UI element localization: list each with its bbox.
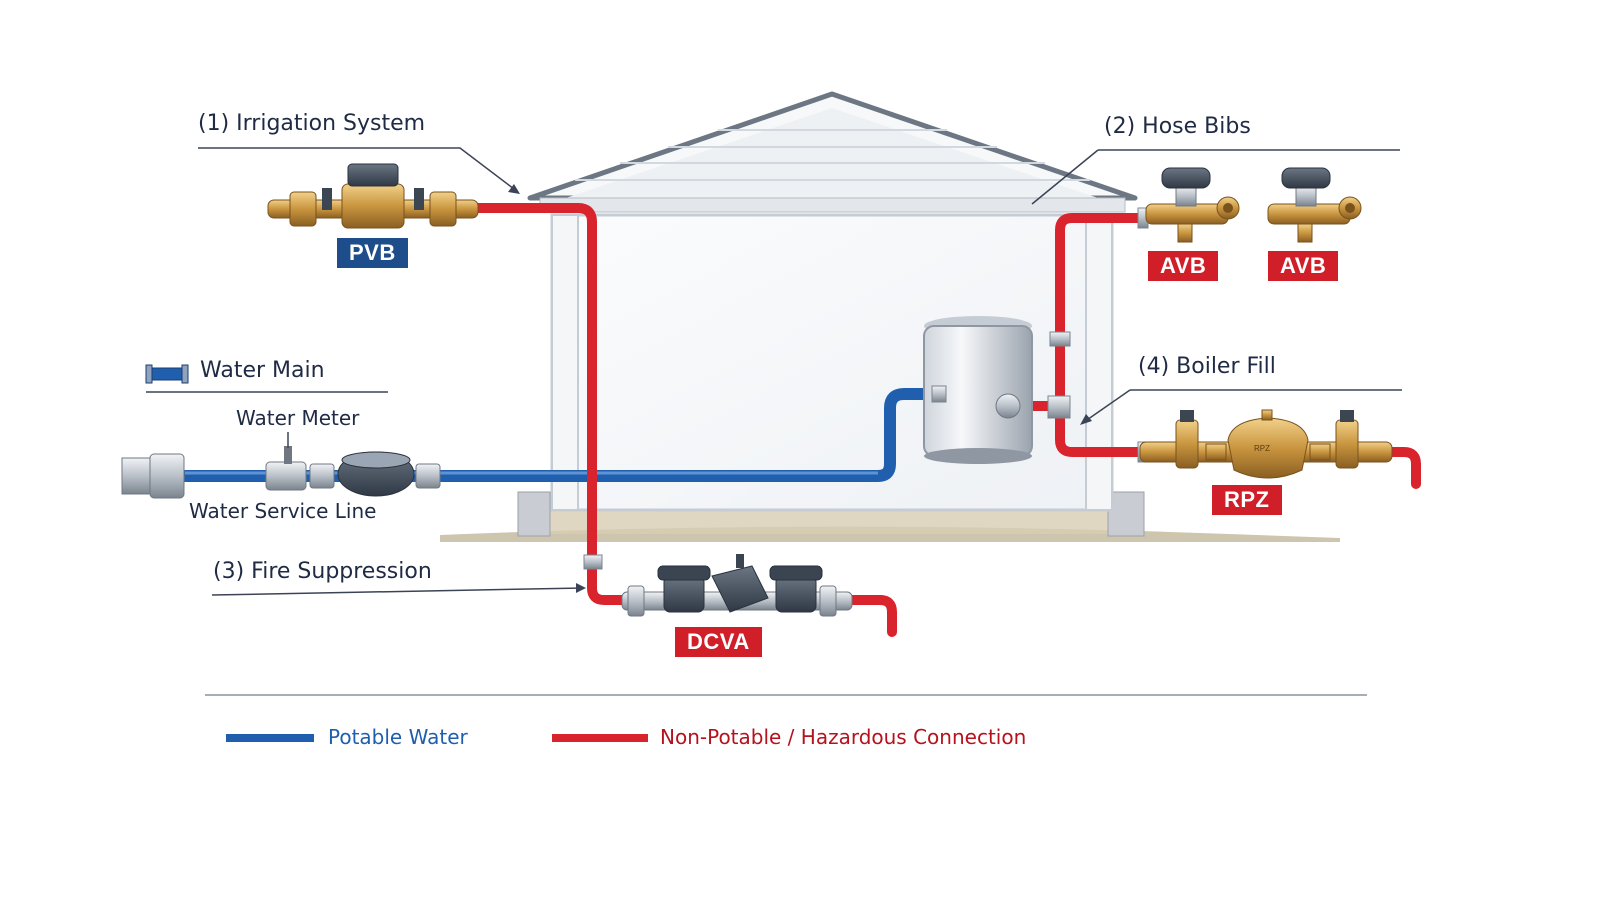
label-water-main: Water Main [200, 358, 325, 383]
badge-rpz: RPZ [1212, 485, 1282, 515]
pvb-valve-icon [267, 163, 479, 229]
legend-potable-label: Potable Water [328, 725, 468, 749]
leader-lines [146, 147, 1402, 596]
label-fire-suppression: (3) Fire Suppression [213, 559, 432, 584]
badge-dcva: DCVA [675, 627, 762, 657]
label-water-service-line: Water Service Line [189, 499, 377, 523]
badge-avb-1: AVB [1148, 251, 1219, 281]
water-main-legend-icon [145, 364, 189, 384]
rpz-body-text: RPZ [1254, 444, 1270, 453]
avb-valve-icon [1145, 167, 1240, 243]
dcva-valve-icon [621, 554, 853, 617]
water-meter-icon [265, 446, 441, 497]
rpz-valve-icon [1139, 409, 1393, 479]
water-main-icon [121, 453, 185, 499]
badge-pvb: PVB [337, 238, 408, 268]
avb-valve-icon [1267, 167, 1362, 243]
legend-hazardous-label: Non-Potable / Hazardous Connection [660, 725, 1027, 749]
legend-swatch-potable [226, 734, 314, 742]
badge-avb-2: AVB [1268, 251, 1339, 281]
label-boiler-fill: (4) Boiler Fill [1138, 354, 1276, 379]
label-hose-bibs: (2) Hose Bibs [1104, 114, 1251, 139]
water-heater-icon [923, 316, 1071, 464]
legend-swatch-hazardous [552, 734, 648, 742]
label-irrigation-system: (1) Irrigation System [198, 111, 426, 136]
label-water-meter: Water Meter [236, 406, 360, 430]
leader-arrowheads [508, 184, 1092, 593]
